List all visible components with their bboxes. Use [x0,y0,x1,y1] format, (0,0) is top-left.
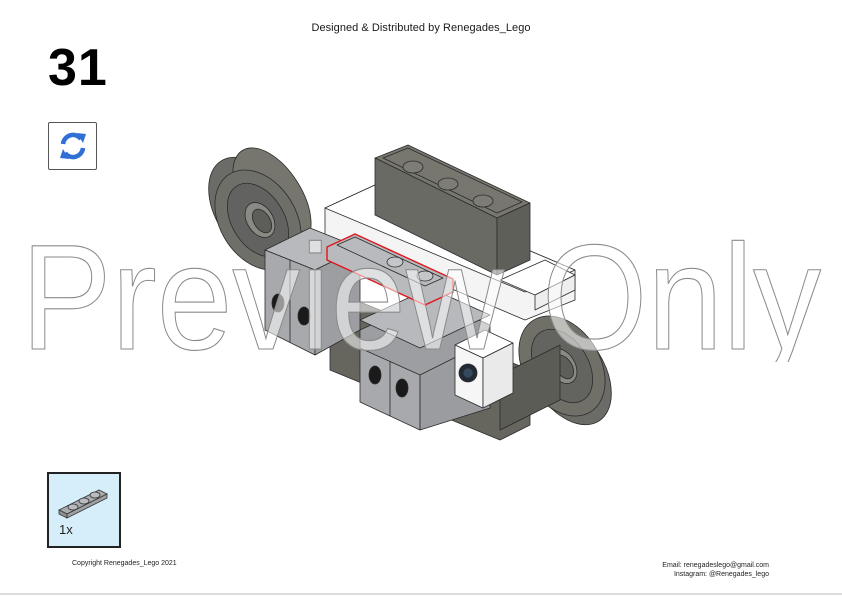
rotate-model-button[interactable] [48,122,97,170]
contact-info: Email: renegadeslego@gmail.com Instagram… [662,561,769,579]
step-number: 31 [48,39,108,97]
build-step-model [200,140,630,450]
dark-gray-brick [374,144,531,276]
parts-list-callout: 1x [47,472,121,548]
rotate-arrows-icon [59,132,86,160]
designer-credit: Designed & Distributed by Renegades_Lego [311,22,531,34]
lego-assembly-illustration [208,144,612,441]
plate-1x3-icon [58,489,108,519]
contact-instagram: Instagram: @Renegades_lego [673,571,769,578]
copyright-notice: Copyright Renegades_Lego 2021 [72,560,177,567]
part-quantity: 1x [59,522,73,537]
page-bottom-divider [0,593,842,595]
contact-email: Email: renegadeslego@gmail.com [662,562,769,569]
left-wheel [208,147,312,271]
white-technic-brick [454,329,514,409]
new-part-highlight [326,233,454,306]
